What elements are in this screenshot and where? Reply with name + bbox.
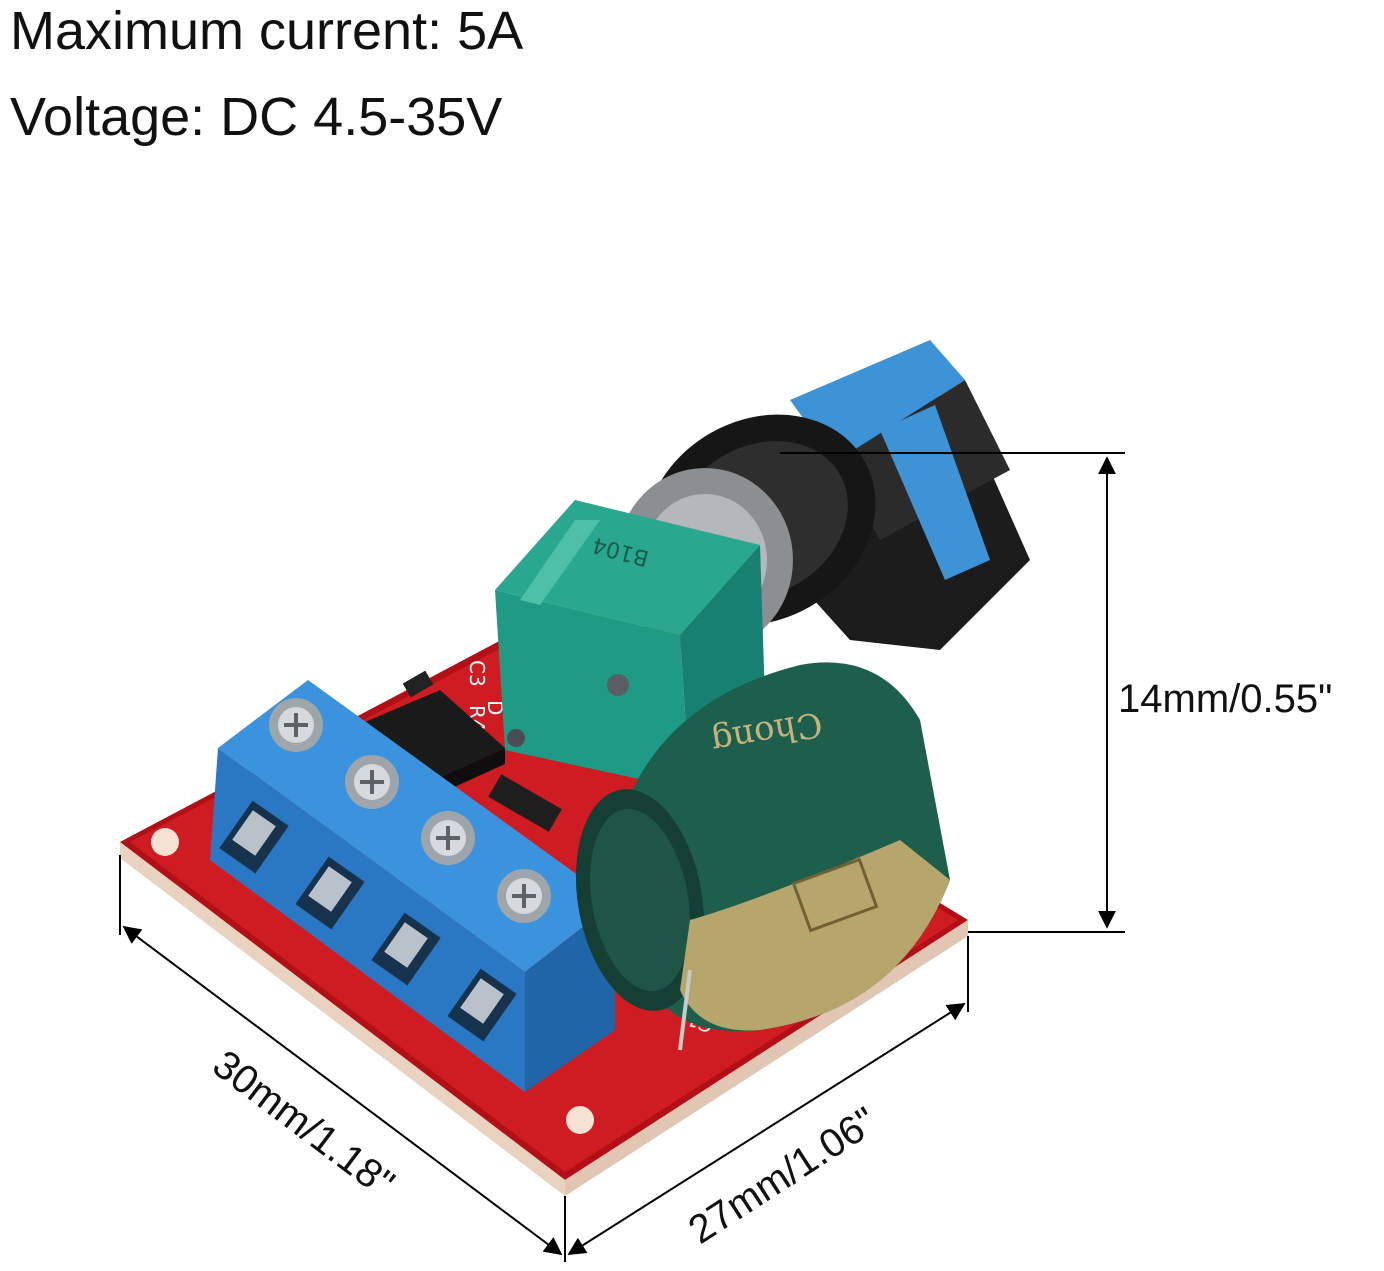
length-dimension-label: 30mm/1.18" [205,1042,403,1206]
ref-c3: C3 [465,660,489,687]
mounting-hole [566,1106,594,1134]
width-dimension-line [567,1003,966,1255]
potentiometer-rivet [507,729,525,747]
max-current-spec: Maximum current: 5A [10,1,524,61]
mounting-hole [151,828,179,856]
potentiometer-rivet [607,674,629,696]
ref-d: D [483,700,507,715]
voltage-spec: Voltage: DC 4.5-35V [10,87,503,147]
dimension-lines [119,452,1125,1262]
electrolytic-capacitor: Chong [575,662,950,1051]
length-dimension-line [122,925,563,1256]
width-dimension-label: 27mm/1.06" [681,1099,885,1253]
terminal-screw [269,698,551,923]
height-dimension-label: 14mm/0.55" [1118,677,1332,721]
